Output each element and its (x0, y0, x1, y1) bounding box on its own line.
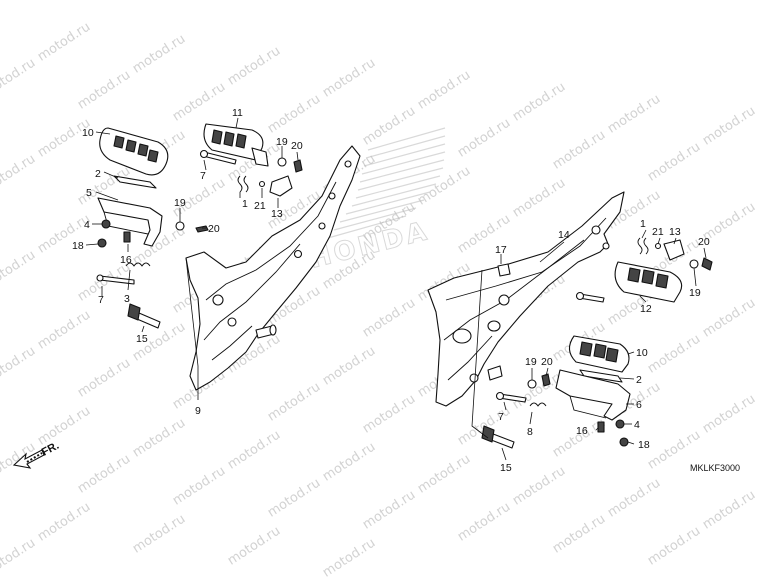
callout-7-left-lower: 7 (98, 294, 104, 306)
diagram-code: MKLKF3000 (690, 463, 740, 473)
right-footpeg-upper (614, 261, 683, 303)
callouts-right: 17 14 1 21 13 20 19 12 10 2 6 19 20 4 18… (495, 218, 710, 474)
callout-15-left: 15 (136, 333, 148, 345)
callout-7-right-lower: 7 (498, 411, 504, 423)
left-step-assembly (96, 123, 361, 391)
callout-3-left: 3 (124, 293, 130, 305)
callout-2-right: 2 (636, 374, 642, 386)
callout-11-left: 11 (232, 107, 243, 119)
callout-19-right-upper: 19 (689, 287, 701, 299)
callout-4-left: 4 (84, 219, 90, 231)
callout-5-left: 5 (86, 187, 92, 199)
callout-8-right: 8 (527, 426, 533, 438)
callout-21-right: 21 (652, 226, 664, 238)
callout-1-left: 1 (242, 198, 248, 210)
leader-lines (85, 117, 707, 461)
callout-10-left: 10 (82, 127, 94, 139)
callout-17-right: 17 (495, 244, 507, 256)
callout-6-right: 6 (636, 399, 642, 411)
callout-7-left-upper: 7 (200, 170, 206, 182)
callout-2-left: 2 (95, 168, 101, 180)
callout-4-right: 4 (634, 419, 640, 431)
callout-13-right: 13 (669, 226, 681, 238)
callout-14-right: 14 (558, 229, 570, 241)
callout-19-right-lower: 19 (525, 356, 537, 368)
left-footpeg-upper (203, 123, 269, 167)
left-step-bracket (185, 145, 361, 391)
callout-20-left-lower: 20 (208, 223, 220, 235)
callout-16-right: 16 (576, 425, 588, 437)
callout-13-left: 13 (271, 208, 283, 220)
front-arrow-icon (12, 449, 45, 469)
callout-21-left: 21 (254, 200, 266, 212)
right-step-base (555, 369, 631, 421)
callout-12-right: 12 (640, 303, 652, 315)
callout-9-left: 9 (195, 405, 201, 417)
left-step-base (97, 197, 163, 247)
callout-18-right: 18 (638, 439, 650, 451)
callout-19-left-lower: 19 (174, 197, 186, 209)
right-footpeg-rubber (568, 335, 630, 373)
callout-15-right: 15 (500, 462, 512, 474)
left-plate (113, 175, 157, 189)
left-footpeg-rubber (99, 127, 169, 176)
callout-18-left: 18 (72, 240, 84, 252)
front-direction-indicator: FR. (12, 440, 61, 469)
callout-10-right: 10 (636, 347, 648, 359)
callout-1-right: 1 (640, 218, 646, 230)
callout-19-left-upper: 19 (276, 136, 288, 148)
callout-20-left-upper: 20 (291, 140, 303, 152)
front-direction-label: FR. (40, 440, 61, 459)
callout-20-right-lower: 20 (541, 356, 553, 368)
callout-16-left: 16 (120, 254, 132, 266)
left-stopper (269, 175, 293, 197)
callouts-left: 10 2 5 4 18 7 3 16 11 7 1 21 19 20 13 19… (72, 107, 303, 417)
callout-20-right-upper: 20 (698, 236, 710, 248)
